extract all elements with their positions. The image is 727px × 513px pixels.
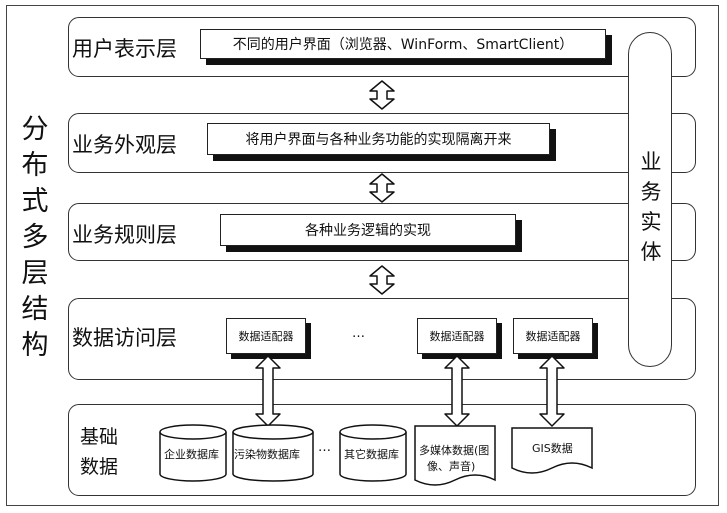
bidirectional-arrow (369, 173, 395, 203)
title-char: 多 (21, 222, 49, 253)
title-char: 分 (21, 114, 49, 145)
multimedia-data-label: 像、声音) (427, 460, 476, 473)
facade-layer-label: 业务外观层 (72, 133, 177, 157)
data-adapter: 数据适配器 (226, 318, 306, 354)
bidirectional-arrow (255, 355, 281, 427)
entity-char: 业 (640, 150, 662, 174)
entity-char: 体 (640, 240, 662, 264)
database-label: 污染物数据库 (234, 448, 300, 461)
rules-layer-desc: 各种业务逻辑的实现 (220, 214, 516, 246)
base-data-label: 基础 (80, 426, 119, 448)
database-label: 企业数据库 (164, 448, 219, 461)
presentation-layer-desc: 不同的用户界面（浏览器、WinForm、SmartClient） (200, 29, 606, 59)
data-access-layer-label: 数据访问层 (72, 326, 177, 350)
database-cylinder (339, 424, 407, 482)
bidirectional-arrow (369, 80, 395, 110)
title-char: 构 (21, 330, 49, 361)
title-char: 式 (21, 186, 49, 217)
database-cylinder (159, 424, 227, 482)
multimedia-document-shape (414, 425, 496, 486)
entity-char: 实 (640, 210, 662, 234)
gis-data-label: GIS数据 (532, 442, 573, 455)
title-char: 布 (21, 150, 49, 181)
base-data-label: 数据 (80, 456, 119, 478)
data-adapter: 数据适配器 (513, 318, 593, 354)
title-char: 结 (21, 294, 49, 325)
entity-char: 务 (640, 180, 662, 204)
multimedia-data-label: 多媒体数据(图 (419, 444, 490, 457)
business-entity: 业 务 实 体 (628, 32, 672, 367)
ellipsis: … (352, 326, 365, 341)
bidirectional-arrow (444, 355, 470, 427)
title-char: 层 (21, 258, 49, 289)
presentation-layer-label: 用户表示层 (72, 37, 177, 61)
rules-layer-label: 业务规则层 (72, 223, 177, 247)
database-cylinder (232, 424, 314, 482)
data-adapter: 数据适配器 (417, 318, 497, 354)
facade-layer-desc: 将用户界面与各种业务功能的实现隔离开来 (207, 123, 550, 155)
ellipsis: … (318, 440, 331, 455)
gis-document-shape (511, 427, 593, 474)
bidirectional-arrow (369, 265, 395, 295)
bidirectional-arrow (539, 355, 565, 427)
architecture-title: 分 布 式 多 层 结 构 (18, 112, 52, 364)
database-label: 其它数据库 (344, 448, 399, 461)
